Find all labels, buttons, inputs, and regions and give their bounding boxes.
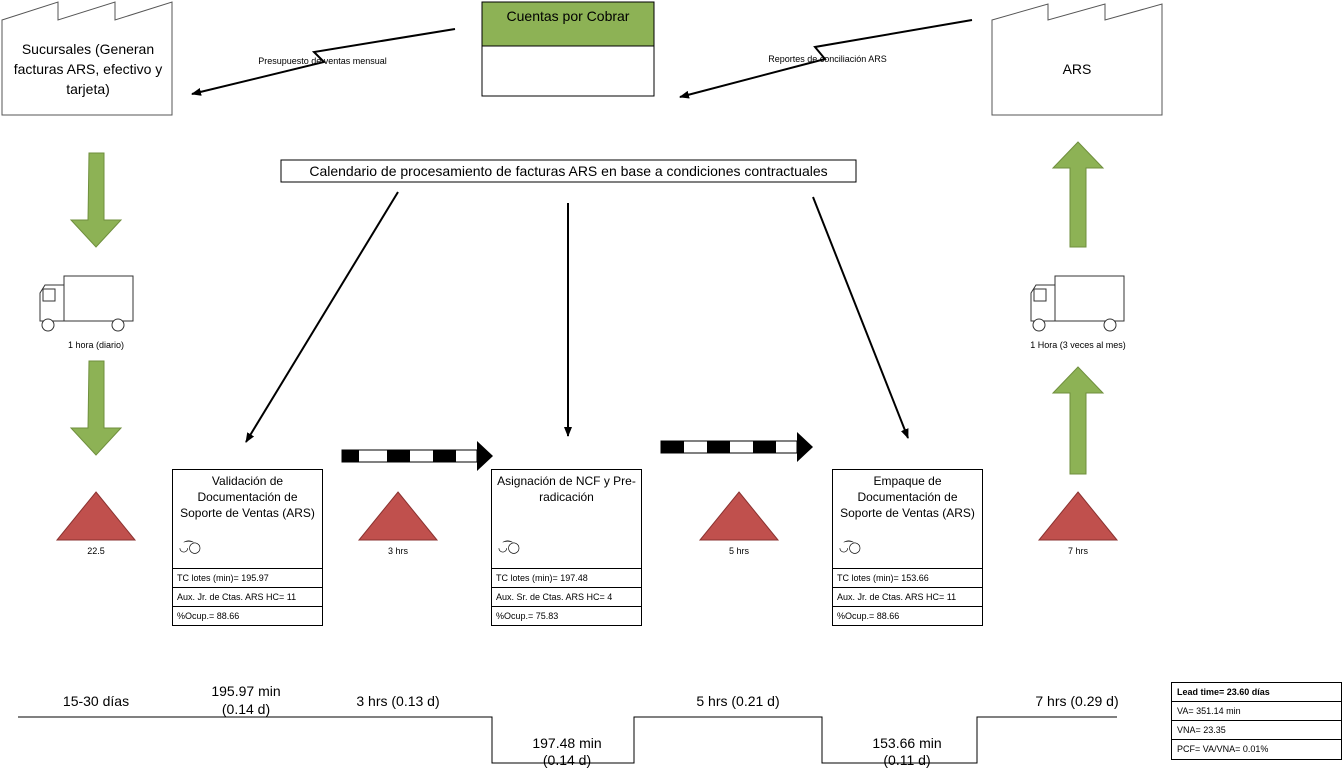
inventory-triangle-icon bbox=[55, 491, 137, 541]
factory-icon bbox=[1, 1, 173, 116]
summary-box: Lead time= 23.60 días VA= 351.14 min VNA… bbox=[1171, 682, 1342, 760]
push-arrow-icon bbox=[660, 432, 813, 462]
truck-icon bbox=[1030, 275, 1125, 332]
customer-label: ARS bbox=[1062, 61, 1092, 77]
schedule-arrows bbox=[245, 191, 909, 443]
info-flow-right-label: Reportes de conciliación ARS bbox=[768, 54, 887, 64]
green-arrow-icon bbox=[69, 152, 123, 248]
process-ocup: %Ocup.= 88.66 bbox=[173, 606, 322, 625]
factory-icon bbox=[991, 3, 1163, 116]
inventory-triangle-icon bbox=[357, 491, 439, 541]
green-arrow-icon bbox=[1051, 141, 1105, 248]
info-flow-left-label: Presupuesto de ventas mensual bbox=[258, 56, 387, 66]
timeline-process-label: (0.14 d) bbox=[542, 752, 592, 768]
timeline-wait-label: 15-30 días bbox=[62, 693, 130, 709]
timeline-wait-label: 5 hrs (0.21 d) bbox=[696, 693, 780, 709]
timeline-process-label: (0.14 d) bbox=[221, 701, 271, 717]
inventory-label: 7 hrs bbox=[1067, 546, 1088, 556]
shipment-left-label: 1 hora (diario) bbox=[67, 340, 125, 350]
schedule-label: Calendario de procesamiento de facturas … bbox=[309, 163, 828, 179]
truck-icon bbox=[39, 275, 134, 332]
operator-icon: ◡͡◯ bbox=[179, 542, 201, 554]
push-arrow-icon bbox=[341, 441, 493, 471]
control-box bbox=[481, 1, 655, 97]
va-value: VA= 351.14 min bbox=[1172, 702, 1341, 721]
process-box: Empaque de Documentación de Soporte de V… bbox=[832, 469, 983, 626]
shipment-right-label: 1 Hora (3 veces al mes) bbox=[1030, 340, 1126, 350]
process-ocup: %Ocup.= 75.83 bbox=[492, 606, 641, 625]
timeline-wait-label: 7 hrs (0.29 d) bbox=[1035, 693, 1119, 709]
info-flow-arrows bbox=[191, 19, 973, 99]
operator-icon: ◡͡◯ bbox=[839, 542, 861, 554]
control-title: Cuentas por Cobrar bbox=[506, 8, 630, 24]
process-title: Empaque de Documentación de Soporte de V… bbox=[840, 474, 975, 520]
schedule-box bbox=[280, 159, 857, 183]
process-box: Validación de Documentación de Soporte d… bbox=[172, 469, 323, 626]
timeline-process-label: 197.48 min bbox=[532, 735, 602, 751]
green-arrow-icon bbox=[69, 360, 123, 456]
lead-time-value: Lead time= 23.60 días bbox=[1172, 683, 1341, 702]
process-staff: Aux. Jr. de Ctas. ARS HC= 11 bbox=[833, 587, 982, 606]
inventory-label: 3 hrs bbox=[387, 546, 408, 556]
pcf-value: PCF= VA/VNA= 0.01% bbox=[1177, 744, 1269, 754]
process-ocup: %Ocup.= 88.66 bbox=[833, 606, 982, 625]
vna-value: VNA= 23.35 bbox=[1172, 721, 1341, 740]
green-arrow-icon bbox=[1051, 366, 1105, 475]
supplier-label: Sucursales (Generan facturas ARS, efecti… bbox=[13, 41, 163, 97]
process-box: Asignación de NCF y Pre-radicación ◡͡◯ T… bbox=[491, 469, 642, 626]
timeline-process-label: (0.11 d) bbox=[883, 752, 931, 768]
process-title: Asignación de NCF y Pre-radicación bbox=[497, 474, 636, 504]
timeline-process-label: 153.66 min bbox=[872, 735, 942, 751]
process-staff: Aux. Jr. de Ctas. ARS HC= 11 bbox=[173, 587, 322, 606]
inventory-triangle-icon bbox=[1037, 491, 1119, 541]
process-tc: TC lotes (min)= 195.97 bbox=[173, 568, 322, 587]
process-title: Validación de Documentación de Soporte d… bbox=[180, 474, 315, 520]
inventory-label: 22.5 bbox=[87, 546, 105, 556]
timeline-process-label: 195.97 min bbox=[211, 683, 281, 699]
inventory-label: 5 hrs bbox=[728, 546, 749, 556]
process-tc: TC lotes (min)= 197.48 bbox=[492, 568, 641, 587]
operator-icon: ◡͡◯ bbox=[498, 542, 520, 554]
timeline-line bbox=[18, 716, 1117, 764]
process-staff: Aux. Sr. de Ctas. ARS HC= 4 bbox=[492, 587, 641, 606]
process-tc: TC lotes (min)= 153.66 bbox=[833, 568, 982, 587]
inventory-triangle-icon bbox=[698, 491, 780, 541]
timeline-wait-label: 3 hrs (0.13 d) bbox=[356, 693, 440, 709]
